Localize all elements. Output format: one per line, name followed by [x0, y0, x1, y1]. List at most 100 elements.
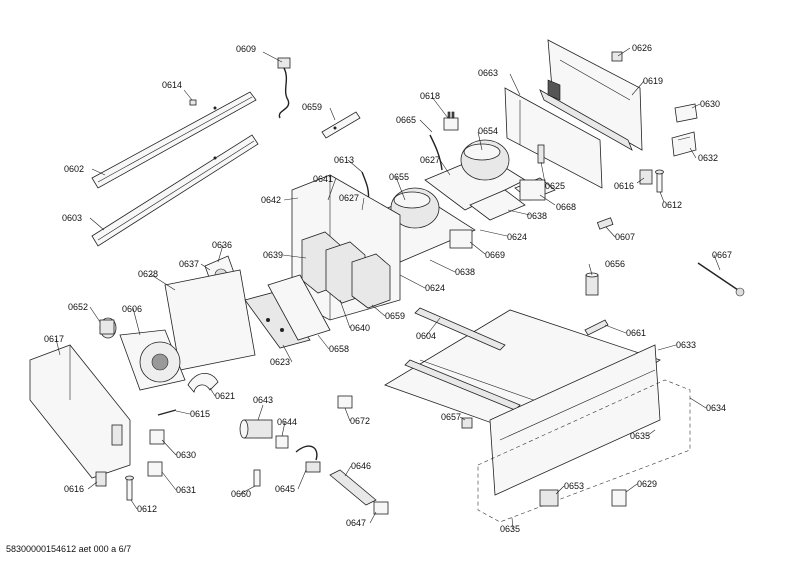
label-0638-b: 0638 — [455, 267, 475, 277]
part-0645-wire-assembly — [295, 445, 321, 473]
part-0668-relay-box — [514, 177, 556, 201]
leader-lines — [55, 47, 721, 530]
part-0616-clip-right — [639, 169, 653, 185]
label-0609: 0609 — [236, 44, 256, 54]
label-0667: 0667 — [712, 250, 732, 260]
part-0661-rail — [584, 319, 609, 336]
label-0660: 0660 — [231, 489, 251, 499]
label-0653: 0653 — [564, 481, 584, 491]
part-0659-insert — [351, 253, 391, 309]
label-0624-b: 0624 — [425, 283, 445, 293]
label-0604: 0604 — [416, 331, 436, 341]
label-0614: 0614 — [162, 80, 182, 90]
part-0604-slide-rails — [404, 307, 521, 411]
part-0647-connector — [373, 501, 389, 515]
part-0652-capacitor — [99, 317, 117, 339]
part-0629-bracket — [611, 489, 627, 507]
label-0616-right: 0616 — [614, 181, 634, 191]
part-0618-relay — [443, 111, 459, 131]
label-0630-top: 0630 — [700, 99, 720, 109]
part-0643-cylinder — [239, 419, 273, 439]
part-0660-pin — [253, 469, 261, 487]
part-0631-bracket — [147, 461, 163, 477]
label-0618: 0618 — [420, 91, 440, 101]
part-0658-cover — [267, 274, 331, 341]
part-0626-clip — [611, 51, 623, 62]
part-0656-bottle — [585, 272, 599, 296]
label-0657: 0657 — [441, 412, 461, 422]
part-0672-valve — [337, 395, 353, 409]
label-0655: 0655 — [389, 172, 409, 182]
part-0609-power-cord — [277, 57, 291, 119]
part-0606-fan-motor — [119, 329, 186, 391]
label-0659-b: 0659 — [385, 311, 405, 321]
label-0625: 0625 — [545, 181, 565, 191]
label-0612-left: 0612 — [137, 504, 157, 514]
label-0644: 0644 — [277, 417, 297, 427]
label-0636: 0636 — [212, 240, 232, 250]
label-0635-b: 0635 — [500, 524, 520, 534]
label-0663: 0663 — [478, 68, 498, 78]
label-0606: 0606 — [122, 304, 142, 314]
part-0667-hose — [697, 262, 745, 297]
part-0638-plate — [469, 189, 526, 221]
label-0617: 0617 — [44, 334, 64, 344]
part-0612-screw-right — [655, 169, 664, 193]
label-0659: 0659 — [302, 102, 322, 112]
label-0632: 0632 — [698, 153, 718, 163]
label-0661: 0661 — [626, 328, 646, 338]
part-0634-trim — [477, 379, 691, 523]
label-0641: 0641 — [313, 174, 333, 184]
label-0616-left: 0616 — [64, 484, 84, 494]
label-0603: 0603 — [62, 213, 82, 223]
part-0612-screw-left — [125, 475, 134, 501]
part-0646-filter — [329, 469, 377, 506]
label-0640: 0640 — [350, 323, 370, 333]
part-0669-relay — [449, 229, 473, 249]
label-0642: 0642 — [261, 195, 281, 205]
part-0654-compressor — [424, 139, 526, 211]
label-0607: 0607 — [615, 232, 635, 242]
part-0602-upper-rail — [91, 91, 257, 189]
part-0621-duct — [187, 372, 219, 393]
part-0615-wire — [157, 409, 177, 416]
label-0615: 0615 — [190, 409, 210, 419]
part-0616-clip-left — [95, 471, 107, 487]
part-0653-handle — [539, 489, 559, 507]
label-0646: 0646 — [351, 461, 371, 471]
label-0602: 0602 — [64, 164, 84, 174]
label-0635-a: 0635 — [630, 431, 650, 441]
part-0630-switch — [149, 429, 165, 445]
label-0628: 0628 — [138, 269, 158, 279]
part-0619-top-cover — [539, 39, 643, 151]
label-0647: 0647 — [346, 518, 366, 528]
label-0668: 0668 — [556, 202, 576, 212]
label-0633: 0633 — [676, 340, 696, 350]
part-0628-panel — [164, 269, 256, 371]
label-0627-b: 0627 — [339, 193, 359, 203]
label-0630-bottom: 0630 — [176, 450, 196, 460]
label-0631: 0631 — [176, 485, 196, 495]
label-0637: 0637 — [179, 259, 199, 269]
label-0621: 0621 — [215, 391, 235, 401]
footer-document-id: 58300000154612 aet 000 a 6/7 — [6, 544, 131, 554]
part-0607-plug — [596, 217, 614, 230]
label-0634: 0634 — [706, 403, 726, 413]
label-0638-a: 0638 — [527, 211, 547, 221]
label-0645: 0645 — [275, 484, 295, 494]
label-0627-a: 0627 — [420, 155, 440, 165]
label-0672: 0672 — [350, 416, 370, 426]
part-0623-control-board — [244, 291, 311, 349]
part-0644-valve — [275, 435, 289, 449]
part-0614-clip — [189, 99, 197, 106]
label-0629: 0629 — [637, 479, 657, 489]
part-0625-capacitor — [537, 144, 545, 164]
label-0613: 0613 — [334, 155, 354, 165]
part-0659-bracket-upper — [321, 111, 361, 139]
label-0665: 0665 — [396, 115, 416, 125]
label-0624-a: 0624 — [507, 232, 527, 242]
label-0612-right: 0612 — [662, 200, 682, 210]
part-labels: 0609 0614 0659 0602 0603 0626 0663 0619 … — [44, 43, 732, 534]
label-0619: 0619 — [643, 76, 663, 86]
